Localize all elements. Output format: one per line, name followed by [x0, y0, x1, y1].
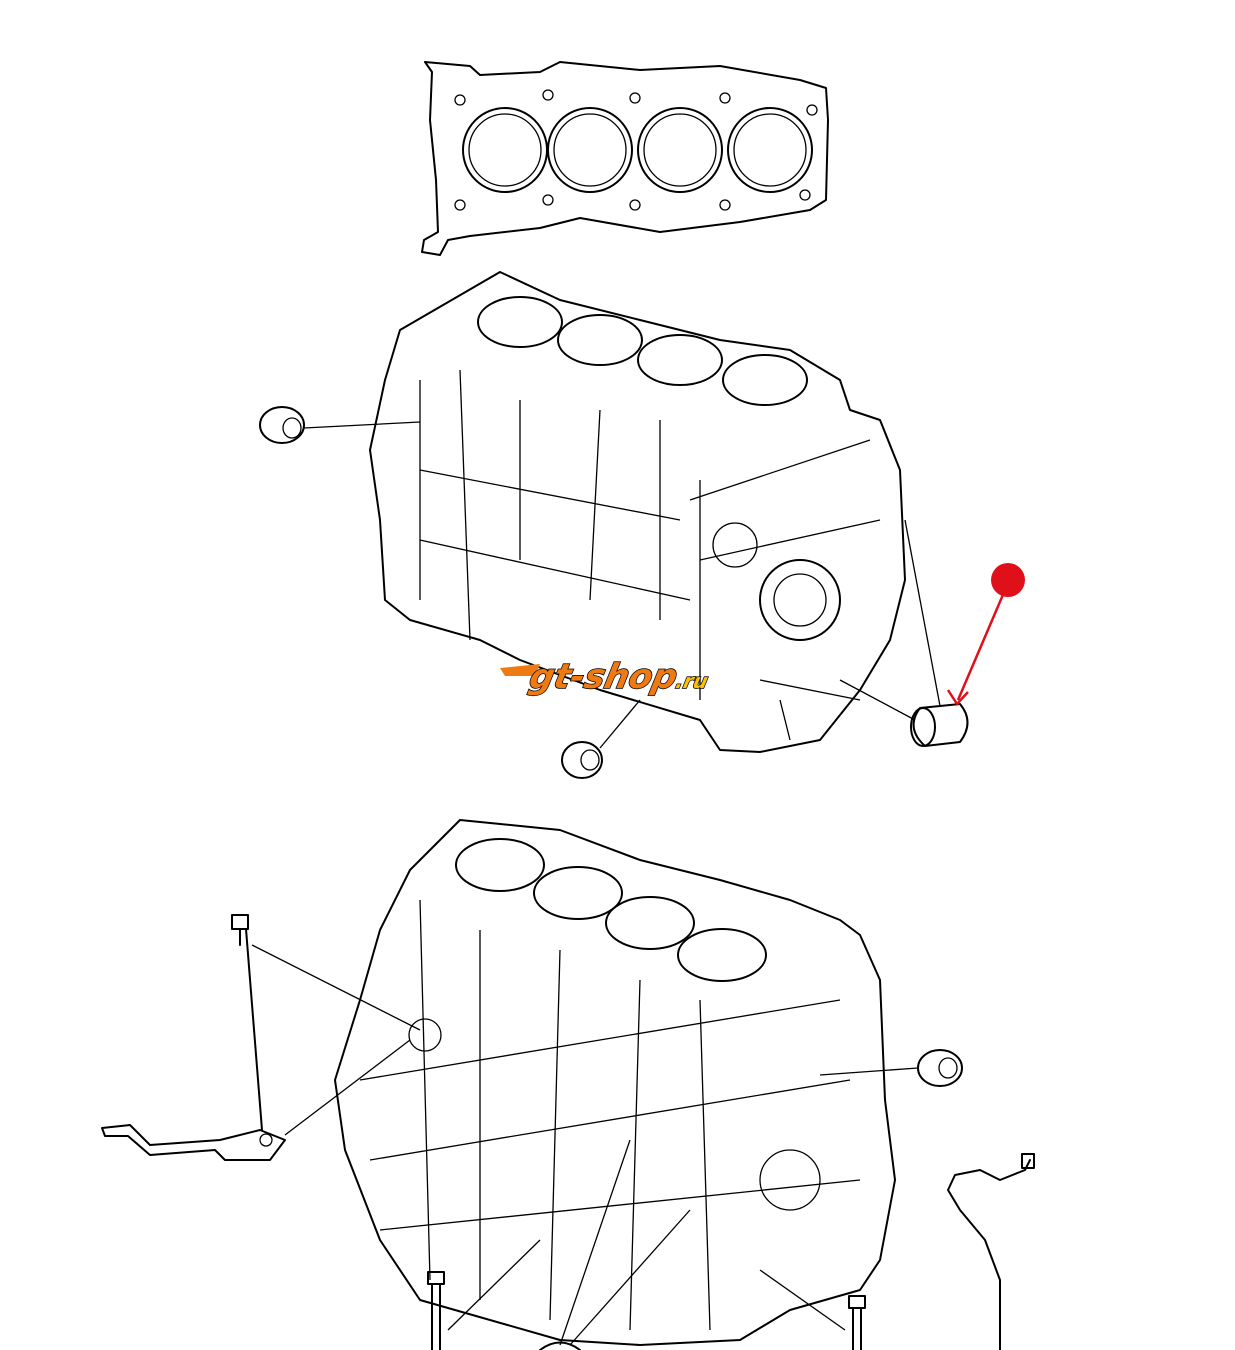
main-bearing-bolt-right[interactable]: [759, 1269, 866, 1350]
cylinder-head-gasket[interactable]: [421, 61, 829, 256]
engine-block-lower-view[interactable]: [334, 819, 896, 1346]
main-bearing-bolt-left[interactable]: [427, 1239, 541, 1350]
oil-jet-bolt[interactable]: [231, 914, 421, 1131]
watermark-suffix: .ru: [674, 669, 711, 693]
main-bearing-bolts-center[interactable]: [539, 1139, 691, 1350]
oil-jet-pipe[interactable]: [101, 1039, 411, 1161]
core-plug-left[interactable]: [259, 406, 421, 444]
watermark-brand: gt-shop: [526, 657, 681, 697]
watermark-logo: gt-shop.ru: [500, 657, 713, 698]
engine-block-upper-view[interactable]: [369, 271, 906, 753]
highlight-callout: [946, 563, 1025, 707]
knock-sensor-harness[interactable]: [947, 1153, 1035, 1350]
dowel-sleeve[interactable]: [839, 519, 969, 747]
core-plug-bottom[interactable]: [561, 699, 641, 779]
core-plug-right[interactable]: [819, 1049, 963, 1087]
callout-marker-dot: [991, 563, 1025, 597]
svg-text:gt-shop.ru: gt-shop.ru: [526, 657, 713, 697]
